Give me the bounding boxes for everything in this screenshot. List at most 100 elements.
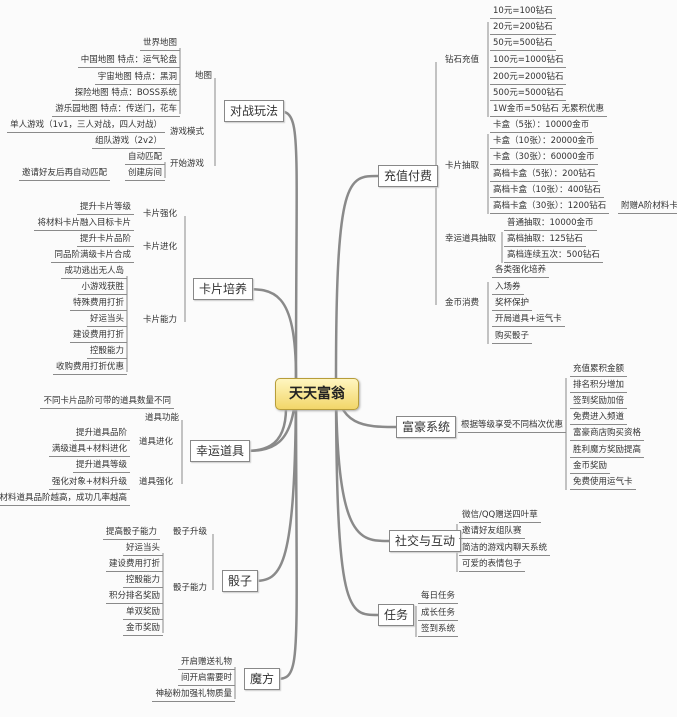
gold-spend-leaf[interactable]: 各类强化培养 xyxy=(492,264,550,278)
item-strengthen-leaf[interactable]: 材料道具品阶越高，成功几率越高 xyxy=(0,492,130,506)
item-function-node[interactable]: 道具功能 xyxy=(144,413,179,423)
card-ability-leaf[interactable]: 建设费用打折 xyxy=(69,329,127,343)
start-leaf[interactable]: 创建房间 xyxy=(124,167,165,181)
item-strengthen-node[interactable]: 道具强化 xyxy=(138,477,173,487)
dice-ability-leaf[interactable]: 控骰能力 xyxy=(122,574,163,588)
card-evolve-node[interactable]: 卡片进化 xyxy=(142,242,177,252)
card-draw-leaf[interactable]: 卡盒（5张）：10000金币 xyxy=(490,119,593,133)
dice-ability-leaf[interactable]: 金币奖励 xyxy=(122,622,163,636)
tycoon-leaf[interactable]: 免费使用运气卡 xyxy=(570,476,636,490)
mode-leaf[interactable]: 组队游戏（2v2） xyxy=(92,135,165,149)
mode-leaf[interactable]: 单人游戏（1v1，三人对战，四人对战） xyxy=(7,119,165,133)
map-node[interactable]: 地图 xyxy=(194,71,212,81)
dice-ability-leaf[interactable]: 单双奖励 xyxy=(122,606,163,620)
card-evolve-leaf[interactable]: 提升卡片品阶 xyxy=(76,233,134,247)
dice-ability-leaf[interactable]: 建设费用打折 xyxy=(105,558,163,572)
gold-spend-leaf[interactable]: 开局道具+运气卡 xyxy=(492,313,565,327)
tycoon-leaf[interactable]: 排名积分增加 xyxy=(570,379,628,393)
card-strengthen-node[interactable]: 卡片强化 xyxy=(142,209,177,219)
item-draw-leaf[interactable]: 高档抽取：125钻石 xyxy=(504,233,586,247)
item-evolve-node[interactable]: 道具进化 xyxy=(138,437,173,447)
item-strengthen-leaf[interactable]: 提升道具等级 xyxy=(72,459,130,473)
tycoon-leaf[interactable]: 富豪商店购买资格 xyxy=(570,427,645,441)
item-draw-node[interactable]: 幸运道具抽取 xyxy=(445,234,497,244)
card-ability-leaf[interactable]: 收购费用打折优惠 xyxy=(52,361,127,375)
map-leaf[interactable]: 世界地图 xyxy=(139,37,180,51)
start-leaf[interactable]: 自动匹配 xyxy=(124,151,165,165)
card-ability-leaf[interactable]: 控骰能力 xyxy=(86,345,127,359)
item-strengthen-leaf[interactable]: 强化对象+材料升级 xyxy=(48,476,130,490)
dice-ability-leaf[interactable]: 积分排名奖励 xyxy=(105,590,163,604)
diamond-recharge-node[interactable]: 钻石充值 xyxy=(445,55,480,65)
card-draw-leaf[interactable]: 卡盒（10张）：20000金币 xyxy=(490,135,598,149)
branch-battle-modes[interactable]: 对战玩法 xyxy=(224,100,285,122)
card-draw-leaf[interactable]: 高档卡盒（30张）：1200钻石 xyxy=(490,200,610,214)
card-ability-leaf[interactable]: 特殊费用打折 xyxy=(69,297,127,311)
social-leaf[interactable]: 邀请好友组队赛 xyxy=(459,525,525,539)
branch-magic-cube[interactable]: 魔方 xyxy=(244,668,281,690)
gold-spend-leaf[interactable]: 购买骰子 xyxy=(492,330,533,344)
social-leaf[interactable]: 可爱的表情包子 xyxy=(459,558,525,572)
card-ability-node[interactable]: 卡片能力 xyxy=(142,315,177,325)
social-leaf[interactable]: 微信/QQ赠送四叶草 xyxy=(459,509,541,523)
dice-ability-node[interactable]: 骰子能力 xyxy=(172,583,207,593)
item-draw-leaf[interactable]: 高档连续五次：500钻石 xyxy=(504,249,603,263)
tycoon-benefit-node[interactable]: 根据等级享受不同档次优惠 xyxy=(458,419,567,433)
tycoon-leaf[interactable]: 充值累积金额 xyxy=(570,363,628,377)
central-topic[interactable]: 天天富翁 xyxy=(275,378,359,410)
social-leaf[interactable]: 简洁的游戏内聊天系统 xyxy=(459,542,551,556)
branch-tasks[interactable]: 任务 xyxy=(378,604,415,626)
item-draw-leaf[interactable]: 普通抽取：10000金币 xyxy=(504,217,597,231)
card-ability-leaf[interactable]: 小游戏获胜 xyxy=(78,281,127,295)
card-draw-leaf[interactable]: 卡盒（30张）：60000金币 xyxy=(490,151,598,165)
gold-spend-leaf[interactable]: 入场券 xyxy=(492,281,524,295)
branch-payment[interactable]: 充值付费 xyxy=(378,165,439,187)
card-strengthen-leaf[interactable]: 提升卡片等级 xyxy=(76,201,134,215)
map-leaf[interactable]: 游乐园地图 特点：传送门，花车 xyxy=(52,103,180,117)
item-evolve-leaf[interactable]: 提升道具品阶 xyxy=(72,427,130,441)
start-game-node[interactable]: 开始游戏 xyxy=(169,159,204,169)
branch-tycoon-system[interactable]: 富豪系统 xyxy=(396,416,457,438)
card-strengthen-leaf[interactable]: 将材料卡片融入目标卡片 xyxy=(34,217,134,231)
magic-cube-leaf[interactable]: 开启赠送礼物 xyxy=(177,656,235,670)
diamond-leaf[interactable]: 200元=2000钻石 xyxy=(490,71,567,85)
dice-upgrade-node[interactable]: 骰子升级 xyxy=(172,527,207,537)
card-draw-node[interactable]: 卡片抽取 xyxy=(445,161,480,171)
task-leaf[interactable]: 成长任务 xyxy=(418,607,459,621)
task-leaf[interactable]: 每日任务 xyxy=(418,590,459,604)
diamond-leaf[interactable]: 1W金币=50钻石 无累积优惠 xyxy=(490,103,607,117)
card-ability-leaf[interactable]: 成功逃出无人岛 xyxy=(61,265,127,279)
tycoon-leaf[interactable]: 签到奖励加倍 xyxy=(570,395,628,409)
game-mode-node[interactable]: 游戏模式 xyxy=(169,127,204,137)
diamond-leaf[interactable]: 500元=5000钻石 xyxy=(490,87,567,101)
item-function-leaf[interactable]: 不同卡片品阶可带的道具数量不同 xyxy=(40,395,174,409)
gold-spend-node[interactable]: 金币消费 xyxy=(445,298,480,308)
tycoon-leaf[interactable]: 免费进入频道 xyxy=(570,411,628,425)
bonus-leaf[interactable]: 附赠A阶材料卡 xyxy=(618,200,677,214)
card-evolve-leaf[interactable]: 同品阶满级卡片合成 xyxy=(51,249,134,263)
branch-social[interactable]: 社交与互动 xyxy=(389,530,462,552)
branch-dice[interactable]: 骰子 xyxy=(222,570,259,592)
card-draw-leaf[interactable]: 高档卡盒（5张）：200钻石 xyxy=(490,168,599,182)
map-leaf[interactable]: 探险地图 特点：BOSS系统 xyxy=(71,87,180,101)
card-draw-leaf[interactable]: 高档卡盒（10张）：400钻石 xyxy=(490,184,604,198)
diamond-leaf[interactable]: 20元=200钻石 xyxy=(490,21,556,35)
magic-cube-leaf[interactable]: 神秘粉加强礼物质量 xyxy=(152,688,235,702)
room-detail-leaf[interactable]: 邀请好友后再自动匹配 xyxy=(18,167,110,181)
branch-lucky-items[interactable]: 幸运道具 xyxy=(190,440,251,462)
diamond-leaf[interactable]: 10元=100钻石 xyxy=(490,5,556,19)
diamond-leaf[interactable]: 50元=500钻石 xyxy=(490,37,556,51)
map-leaf[interactable]: 中国地图 特点：运气轮盘 xyxy=(77,54,180,68)
branch-card-training[interactable]: 卡片培养 xyxy=(193,278,254,300)
tycoon-leaf[interactable]: 胜利魔方奖励提高 xyxy=(570,444,645,458)
magic-cube-leaf[interactable]: 间开启需要时 xyxy=(177,672,235,686)
dice-upgrade-leaf[interactable]: 提高骰子能力 xyxy=(102,526,160,540)
tycoon-leaf[interactable]: 金币奖励 xyxy=(570,460,611,474)
item-evolve-leaf[interactable]: 满级道具+材料进化 xyxy=(48,443,130,457)
card-ability-leaf[interactable]: 好运当头 xyxy=(86,313,127,327)
gold-spend-leaf[interactable]: 奖杯保护 xyxy=(492,297,533,311)
diamond-leaf[interactable]: 100元=1000钻石 xyxy=(490,54,567,68)
map-leaf[interactable]: 宇宙地图 特点：黑洞 xyxy=(94,71,180,85)
dice-ability-leaf[interactable]: 好运当头 xyxy=(122,542,163,556)
task-leaf[interactable]: 签到系统 xyxy=(418,623,459,637)
